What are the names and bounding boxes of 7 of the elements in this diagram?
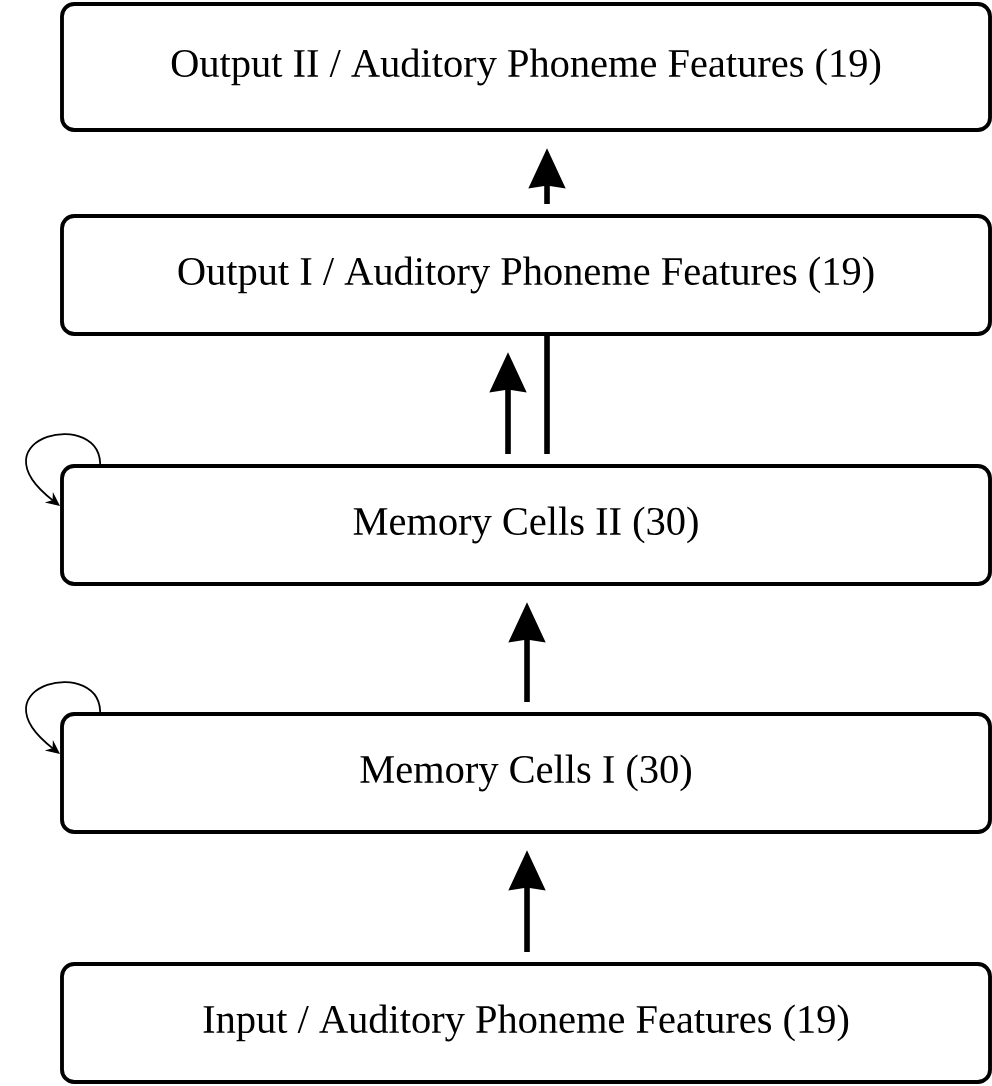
layer-box: Output II / Auditory Phoneme Features (19): [60, 2, 992, 132]
loop-arrow: [25, 433, 101, 506]
layer-box: Output I / Auditory Phoneme Features (19): [60, 214, 992, 336]
layer-box: Input / Auditory Phoneme Features (19): [60, 962, 992, 1084]
layer-box: Memory Cells II (30): [60, 464, 992, 586]
layer-box: Memory Cells I (30): [60, 712, 992, 834]
loop-arrow: [25, 681, 101, 754]
